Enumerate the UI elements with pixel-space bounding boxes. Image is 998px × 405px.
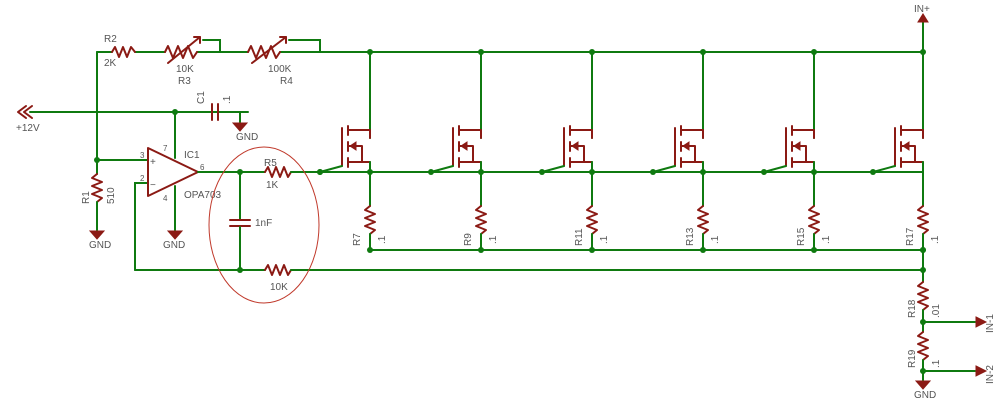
mosfet-symbol (341, 125, 371, 168)
c1-value: .1 (222, 95, 233, 104)
potentiometer-r3: 10K R3 (164, 36, 201, 87)
resistor-r2: R2 2K (104, 34, 136, 69)
mosfet-symbol (894, 125, 924, 168)
sense-resistor-value: .1 (488, 235, 499, 244)
mosfet-stage-2: R9 .1 (428, 49, 499, 253)
gate-drive-network: R5 1K 1nF 10K (134, 146, 924, 304)
pin3-label: 3 (140, 151, 145, 160)
bus-lines (319, 171, 924, 251)
in-plus-label: IN+ (914, 4, 930, 15)
r1-value: 510 (106, 187, 117, 204)
sense-resistor-label: R13 (685, 227, 696, 246)
in-plus-terminal: IN+ (914, 4, 930, 23)
cap-value: 1nF (255, 218, 272, 229)
junctions (94, 49, 926, 374)
in2-label: IN-2 (985, 365, 996, 384)
mosfet-stages: R7 .1 R9 .1 R11 .1 R13 .1 R15 .1 R17 .1 (317, 49, 941, 253)
r19-label: R19 (907, 349, 918, 368)
mosfet-stage-4: R13 .1 (650, 49, 721, 253)
opamp-minus: − (150, 180, 156, 191)
highlight-ellipse (208, 146, 320, 304)
mosfet-stage-1: R7 .1 (317, 49, 388, 253)
r1-label: R1 (81, 191, 92, 204)
mosfet-symbol (785, 125, 815, 168)
gnd-label-opamp: GND (163, 240, 185, 251)
r3-label: R3 (178, 76, 191, 87)
supply-label: +12V (16, 123, 40, 134)
r5-value: 1K (266, 180, 279, 191)
r4-label: R4 (280, 76, 293, 87)
wires-top (96, 21, 924, 161)
r19-value: .1 (931, 359, 942, 368)
mosfet-symbol (452, 125, 482, 168)
sense-resistor-value: .1 (599, 235, 610, 244)
sense-resistor-label: R9 (463, 233, 474, 246)
pin4-label: 4 (163, 194, 168, 203)
r4-value: 100K (268, 64, 292, 75)
ic-label: IC1 (184, 150, 200, 161)
r18-value: .01 (931, 304, 942, 318)
mosfet-stage-6: R17 .1 (870, 125, 941, 253)
pin7-label: 7 (163, 144, 168, 153)
r18-label: R18 (907, 299, 918, 318)
sense-resistor-label: R15 (796, 227, 807, 246)
r3-value: 10K (176, 64, 194, 75)
gnd-label-out: GND (914, 390, 936, 401)
opamp-ic1: + − 3 2 6 7 4 GND IC1 OPA703 (96, 141, 221, 271)
r5-label: R5 (264, 158, 277, 169)
supply-12v: +12V (16, 105, 249, 143)
sense-resistor-label: R7 (352, 233, 363, 246)
sense-resistor-value: .1 (710, 235, 721, 244)
mosfet-symbol (563, 125, 593, 168)
potentiometer-r4: 100K R4 (247, 36, 293, 87)
resistor-r1: R1 510 GND (81, 159, 117, 251)
mosfet-stage-3: R11 .1 (539, 49, 610, 253)
in1-label: IN-1 (985, 314, 996, 333)
sense-resistor-label: R11 (574, 228, 585, 246)
c1-label: C1 (196, 91, 207, 104)
sense-resistor-value: .1 (821, 235, 832, 244)
gnd-label-r1: GND (89, 240, 111, 251)
current-sense-output: GND R18 .01 R19 .1 IN-1 IN-2 (907, 249, 996, 401)
opamp-plus: + (150, 157, 156, 168)
r2-value: 2K (104, 58, 117, 69)
sense-resistor-value: .1 (377, 235, 388, 244)
mosfet-stage-5: R15 .1 (761, 49, 832, 253)
r2-label: R2 (104, 34, 117, 45)
sense-resistor-label: R17 (905, 227, 916, 246)
feedback-value: 10K (270, 282, 288, 293)
sense-resistor-value: .1 (930, 235, 941, 244)
pin6-label: 6 (200, 163, 205, 172)
capacitor-c1: C1 .1 GND (194, 91, 258, 143)
pin2-label: 2 (140, 174, 145, 183)
gnd-label-c1: GND (236, 132, 258, 143)
mosfet-symbol (674, 125, 704, 168)
opamp-label: OPA703 (184, 190, 221, 201)
